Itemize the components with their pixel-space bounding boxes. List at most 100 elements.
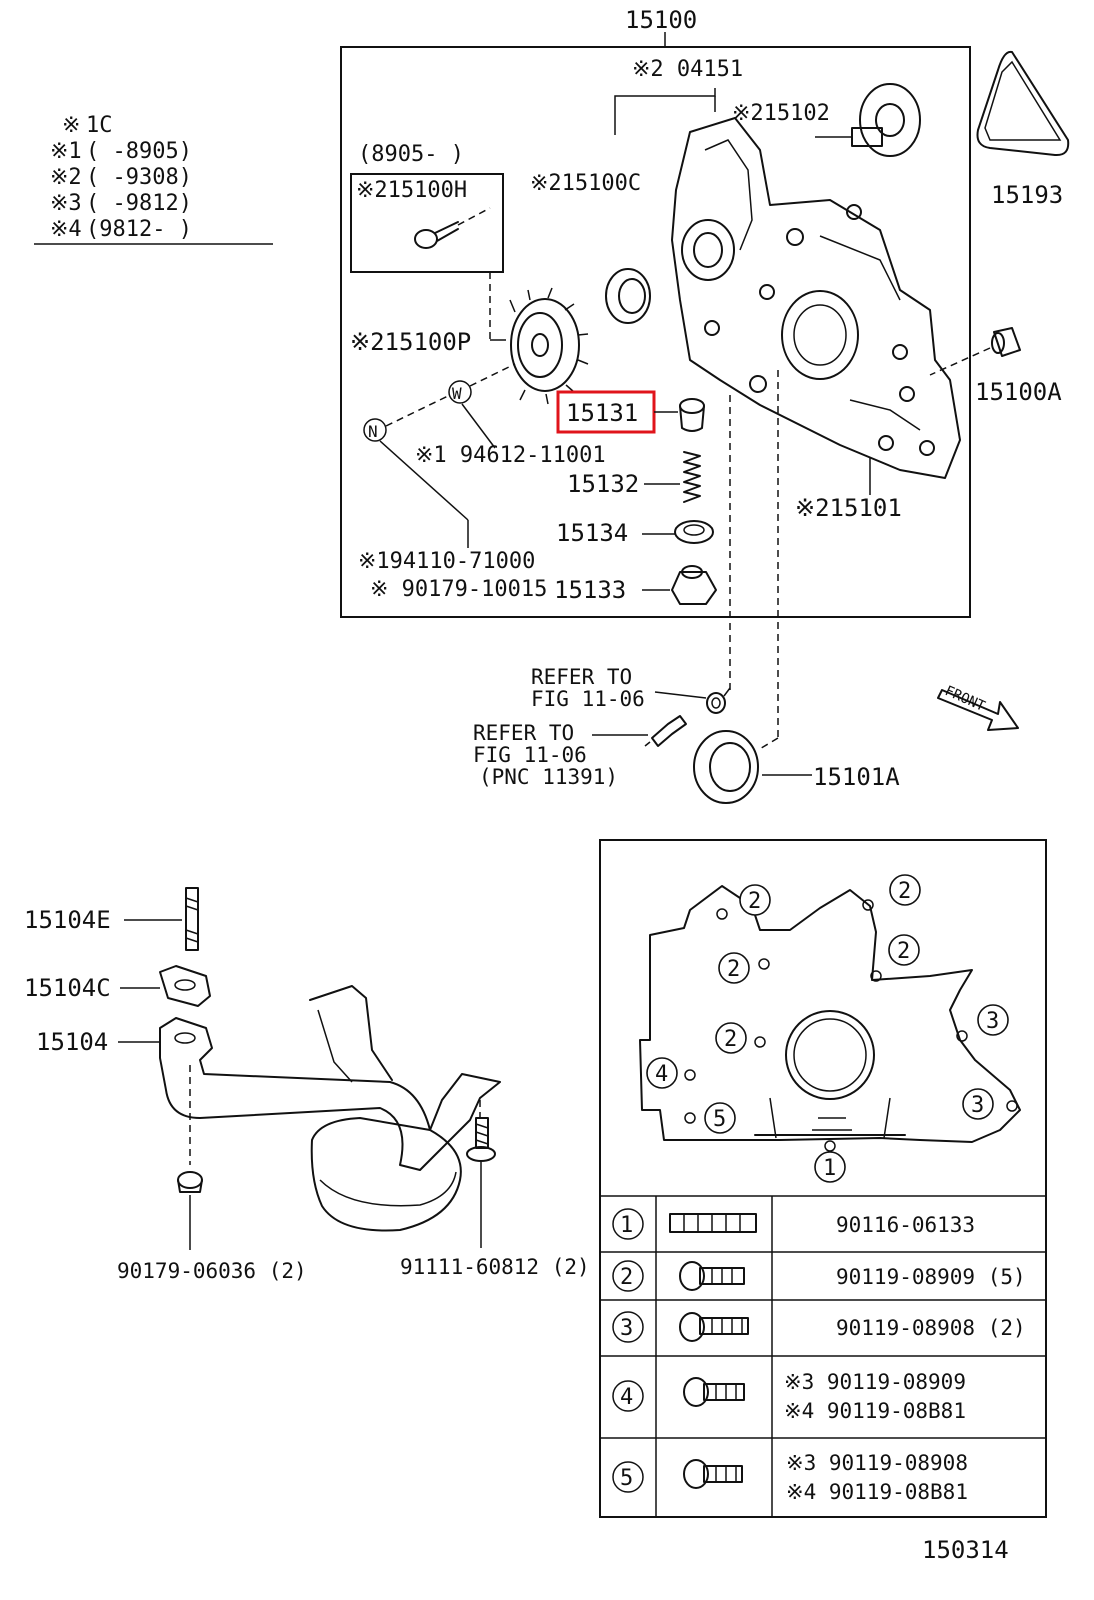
pump-body-15101-icon bbox=[671, 117, 961, 479]
code-mark: ※ bbox=[62, 113, 80, 138]
ref1-line2: FIG 11-06 bbox=[531, 687, 645, 711]
label-04151: ※2 04151 bbox=[632, 57, 743, 82]
flange-bolt-icon bbox=[683, 1377, 745, 1407]
oil-strainer-15104-icon bbox=[159, 985, 501, 1232]
main-part-number: 15100 bbox=[625, 6, 697, 34]
row-part: ※3 90119-08909 bbox=[784, 1370, 966, 1394]
screw-15100h-icon bbox=[414, 221, 459, 249]
label-94110: ※194110-71000 bbox=[358, 549, 535, 574]
bolt-position-badge bbox=[888, 934, 920, 966]
spring-15132-icon bbox=[683, 451, 701, 503]
driven-rotor-15102-icon bbox=[815, 83, 921, 157]
relief-valve-15131-icon bbox=[679, 398, 705, 432]
row-number: 4 bbox=[620, 1385, 633, 1410]
code-text: 1C bbox=[86, 113, 113, 138]
label-91111-60812: 91111-60812 (2) bbox=[400, 1255, 590, 1279]
date-range: (8905- ) bbox=[358, 142, 464, 167]
bolt-position-badge bbox=[889, 874, 921, 906]
marker-n-text: N bbox=[368, 422, 378, 441]
dash-15100h bbox=[457, 207, 491, 226]
row-number: 1 bbox=[620, 1213, 633, 1238]
row-number-badge bbox=[612, 1260, 644, 1292]
assembly-frame bbox=[340, 46, 971, 618]
label-15132: 15132 bbox=[567, 470, 639, 498]
label-15100C: ※215100C bbox=[530, 171, 641, 196]
row-number: 2 bbox=[620, 1265, 633, 1290]
marker-w-text: W bbox=[452, 384, 462, 403]
bolt-position-number: 3 bbox=[986, 1009, 999, 1034]
flange-bolt-icon bbox=[683, 1459, 743, 1489]
marker-n: N bbox=[363, 418, 387, 442]
row-part: 90119-08909 (5) bbox=[836, 1265, 1026, 1289]
bolt-position-number: 5 bbox=[713, 1107, 726, 1132]
bolt-position-badge bbox=[715, 1022, 747, 1054]
figure-id: 150314 bbox=[922, 1536, 1009, 1564]
code-text: (9812- ) bbox=[86, 217, 192, 242]
bolt-position-badge bbox=[704, 1102, 736, 1134]
bolt-position-number: 2 bbox=[727, 957, 740, 982]
row-part: 90116-06133 bbox=[836, 1213, 975, 1237]
row-part: ※4 90119-08B81 bbox=[786, 1480, 968, 1504]
flange-bolt-icon bbox=[679, 1312, 749, 1342]
bolt-table: 1 90116-06133 2 90119-08909 (5) 3 90119-… bbox=[600, 1196, 1046, 1517]
bolt-position-number: 4 bbox=[655, 1062, 668, 1087]
code-text: ( -9308) bbox=[86, 165, 192, 190]
code-text: ( -8905) bbox=[86, 139, 192, 164]
drive-gear-15100p-icon bbox=[490, 287, 589, 405]
label-15193: 15193 bbox=[991, 181, 1063, 209]
row-part: 90119-08908 (2) bbox=[836, 1316, 1026, 1340]
dash-n-w bbox=[385, 395, 449, 427]
plug-15133-icon bbox=[671, 565, 717, 605]
washer-15134-icon bbox=[674, 520, 714, 544]
label-90179-06036: 90179-06036 (2) bbox=[117, 1259, 307, 1283]
bolt-position-badge bbox=[718, 952, 750, 984]
label-15134: 15134 bbox=[556, 519, 628, 547]
sensor-icon bbox=[644, 715, 687, 747]
leader-04151 bbox=[614, 88, 716, 135]
dash-w bbox=[469, 363, 516, 387]
bolt-position-number: 3 bbox=[971, 1093, 984, 1118]
dowel-15100a-icon bbox=[991, 327, 1021, 357]
gasket-15193-icon bbox=[976, 50, 1070, 157]
bolt-position-number: 1 bbox=[823, 1156, 836, 1181]
o-ring-icon bbox=[706, 692, 726, 714]
code-text: ( -9812) bbox=[86, 191, 192, 216]
label-94612: ※1 94612-11001 bbox=[415, 443, 606, 468]
code-mark: ※1 bbox=[50, 139, 82, 164]
stud-15104e-icon bbox=[185, 887, 199, 951]
row-number-badge bbox=[612, 1311, 644, 1343]
code-mark: ※2 bbox=[50, 165, 82, 190]
label-15101A: 15101A bbox=[813, 763, 900, 791]
label-15100A: 15100A bbox=[975, 378, 1062, 406]
ref1-line1: REFER TO bbox=[531, 665, 632, 689]
oil-seal-15100c-icon bbox=[605, 268, 651, 324]
bolt-position-badge bbox=[814, 1151, 846, 1183]
label-15133: 15133 bbox=[554, 576, 626, 604]
label-15100P: ※215100P bbox=[350, 328, 471, 356]
bolt-position-badge bbox=[739, 884, 771, 916]
bolt-position-number: 2 bbox=[748, 889, 761, 914]
row-number: 5 bbox=[620, 1466, 633, 1491]
code-mark: ※3 bbox=[50, 191, 82, 216]
stud-bolt-icon bbox=[669, 1213, 757, 1233]
front-text: FRONT bbox=[942, 683, 988, 715]
dash-seal-join bbox=[757, 737, 779, 751]
bolt-map-frame bbox=[599, 839, 1047, 1518]
leader-94612 bbox=[461, 403, 496, 449]
code-legend: ※ 1C ※1 ( -8905) ※2 ( -9308) ※3 ( -9812)… bbox=[34, 113, 273, 245]
dash-15100a bbox=[929, 347, 991, 376]
row-number-badge bbox=[612, 1380, 644, 1412]
bolt-position-badge bbox=[977, 1004, 1009, 1036]
ref2-line1: REFER TO bbox=[473, 721, 574, 745]
bolt-position-number: 2 bbox=[898, 879, 911, 904]
oring-join bbox=[723, 687, 731, 697]
bolt-position-badge bbox=[962, 1088, 994, 1120]
row-number-badge bbox=[612, 1208, 644, 1240]
leader-94110 bbox=[379, 440, 469, 521]
bolt-91111-icon bbox=[466, 1117, 496, 1162]
ref2-line2: FIG 11-06 bbox=[473, 743, 587, 767]
front-arrow-icon: FRONT bbox=[937, 683, 1019, 731]
oil-seal-15101a-icon bbox=[693, 730, 759, 804]
bolt-position-number: 2 bbox=[724, 1027, 737, 1052]
